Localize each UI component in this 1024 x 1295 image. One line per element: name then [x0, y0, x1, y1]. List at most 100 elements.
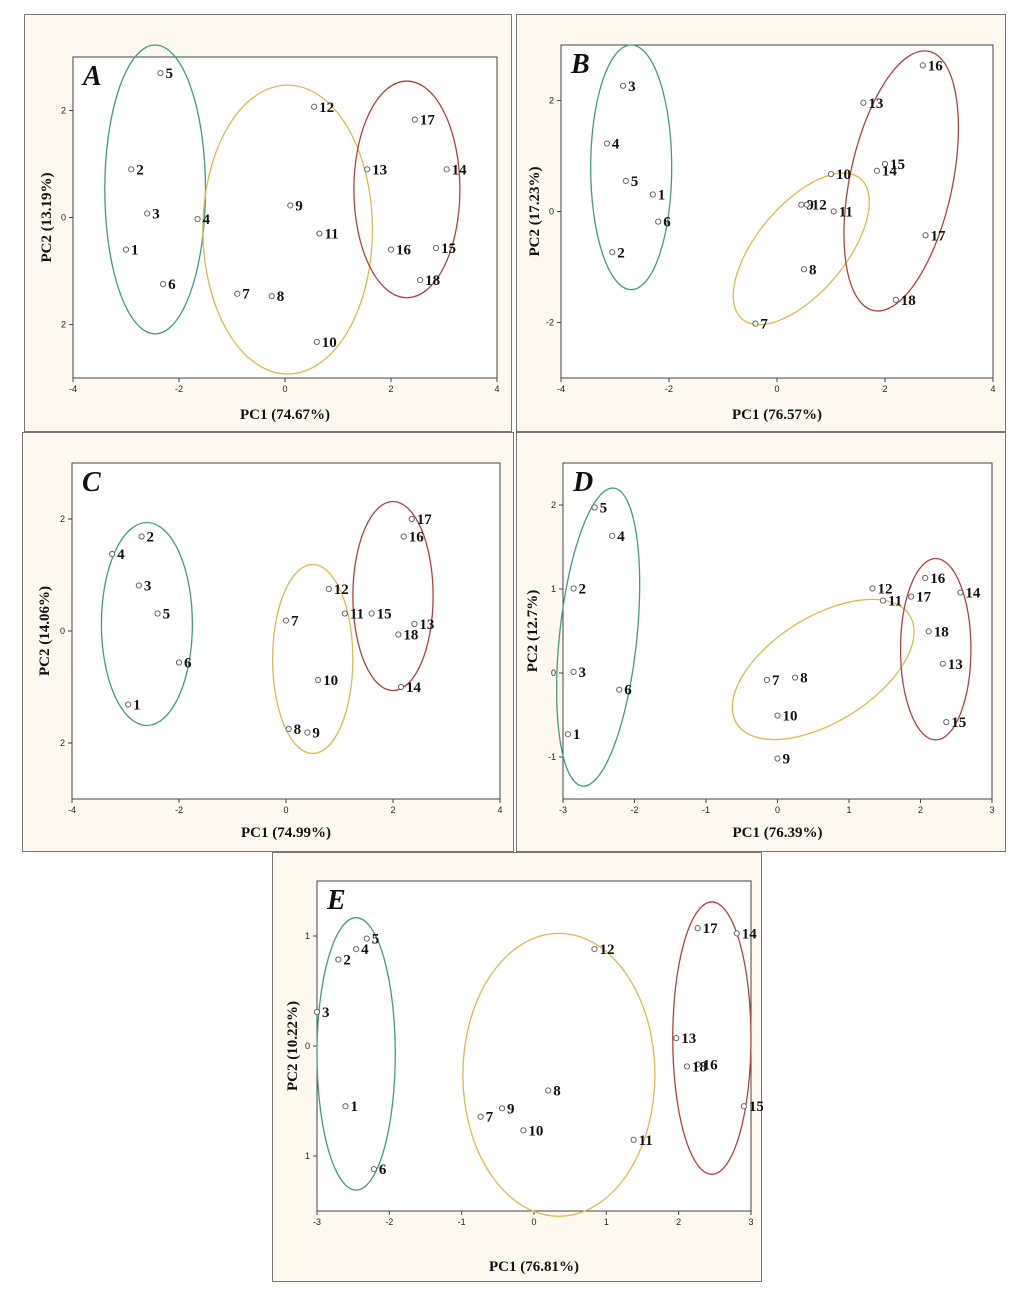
data-point: [673, 1035, 680, 1042]
data-point: [411, 620, 418, 628]
data-point: [335, 956, 342, 963]
plot-area: [71, 462, 501, 800]
x-tick-label: -2: [385, 1217, 393, 1227]
group-ellipse-green: [316, 917, 396, 1191]
x-tick-label: -2: [175, 384, 183, 394]
point-label: 3: [628, 79, 636, 95]
panel-letter: C: [82, 467, 101, 498]
data-point: [683, 1063, 691, 1070]
data-point: [285, 725, 292, 733]
y-tick-label: 2: [60, 514, 65, 524]
point-label: 1: [131, 243, 139, 259]
point-label: 5: [372, 932, 380, 948]
data-point: [128, 166, 135, 173]
y-axis-title: PC2 (17.23%): [527, 167, 543, 257]
x-tick-label: -4: [69, 384, 77, 394]
x-tick-label: 4: [494, 384, 499, 394]
point-label: 9: [312, 726, 320, 742]
panel-letter: A: [81, 61, 102, 92]
y-tick-label: 0: [60, 626, 65, 636]
data-point: [830, 208, 837, 215]
data-point: [313, 338, 320, 345]
data-point: [313, 1008, 321, 1016]
point-label: 5: [165, 66, 173, 82]
data-point: [791, 674, 799, 681]
point-label: 10: [783, 709, 798, 725]
group-ellipse-yellow: [271, 563, 354, 755]
x-tick-label: 0: [775, 805, 780, 815]
group-ellipse-green: [590, 44, 673, 291]
x-tick-label: 4: [990, 384, 995, 394]
point-label: 6: [379, 1162, 387, 1178]
point-label: 13: [868, 96, 883, 112]
x-tick-label: 0: [283, 805, 288, 815]
y-axis-title: PC2 (12.7%): [525, 590, 541, 673]
y-tick-label: 0: [551, 668, 556, 678]
x-tick-label: 1: [846, 805, 851, 815]
group-ellipse-red: [353, 80, 461, 299]
group-ellipse-yellow: [462, 932, 656, 1217]
y-tick-label: -1: [548, 752, 556, 762]
point-label: 11: [888, 594, 902, 610]
point-label: 3: [322, 1005, 330, 1021]
data-point: [803, 201, 810, 208]
data-point: [315, 676, 322, 684]
point-label: 14: [406, 680, 422, 696]
data-point: [892, 296, 899, 303]
data-point: [774, 755, 781, 762]
data-point: [287, 202, 294, 209]
data-point: [311, 103, 318, 110]
data-point: [798, 201, 805, 208]
point-label: 15: [749, 1099, 763, 1115]
data-point: [109, 550, 116, 558]
point-label: 14: [882, 164, 898, 180]
y-tick-label: 2: [551, 500, 556, 510]
point-label: 17: [420, 113, 436, 129]
data-point: [649, 191, 656, 198]
x-tick-label: -2: [665, 384, 673, 394]
point-label: 2: [343, 953, 351, 969]
point-label: 4: [117, 547, 125, 563]
point-label: 7: [772, 673, 780, 689]
point-label: 5: [631, 174, 639, 190]
point-label: 12: [812, 198, 827, 214]
point-label: 17: [916, 590, 932, 606]
data-point: [395, 631, 402, 638]
y-axis-title: PC2 (13.19%): [39, 173, 55, 263]
data-point: [341, 610, 348, 617]
data-point: [622, 177, 629, 185]
point-label: 2: [136, 162, 144, 178]
data-point: [443, 166, 450, 173]
point-label: 10: [323, 673, 338, 689]
data-point: [620, 82, 627, 89]
data-point: [591, 945, 598, 953]
point-label: 13: [372, 162, 387, 178]
point-label: 11: [639, 1133, 653, 1149]
data-point: [144, 210, 151, 217]
x-tick-label: 3: [989, 805, 994, 815]
x-tick-label: -2: [175, 805, 183, 815]
data-point: [125, 701, 132, 708]
data-point: [630, 1136, 637, 1143]
panel-letter: E: [326, 885, 346, 916]
point-label: 15: [890, 157, 905, 173]
point-label: 11: [324, 227, 338, 243]
x-tick-label: 2: [676, 1217, 681, 1227]
data-point: [957, 589, 964, 596]
point-label: 13: [948, 657, 963, 673]
x-tick-label: 0: [774, 384, 779, 394]
data-point: [432, 244, 440, 252]
point-label: 7: [760, 317, 768, 333]
data-point: [363, 935, 370, 942]
x-tick-label: 2: [918, 805, 923, 815]
point-label: 10: [322, 335, 337, 351]
data-point: [157, 69, 164, 77]
point-label: 10: [836, 167, 851, 183]
data-point: [498, 1105, 506, 1112]
data-point: [694, 925, 701, 932]
